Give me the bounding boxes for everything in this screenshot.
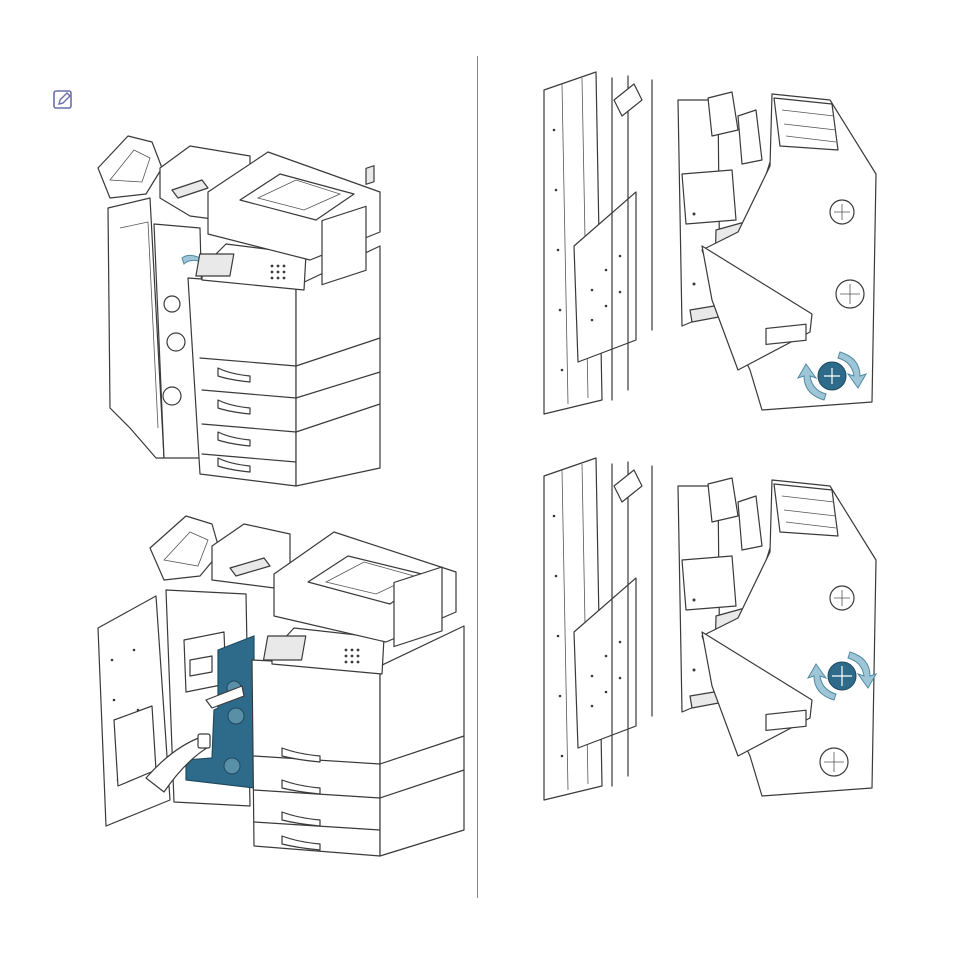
column-divider <box>477 56 478 898</box>
figure-interior-lower-knob <box>542 70 882 420</box>
figure-finisher-pulled-out <box>94 510 466 860</box>
figure-interior-middle-knob <box>542 456 882 806</box>
figure-printer-door-open <box>90 128 390 490</box>
note-pencil-icon <box>52 89 74 111</box>
